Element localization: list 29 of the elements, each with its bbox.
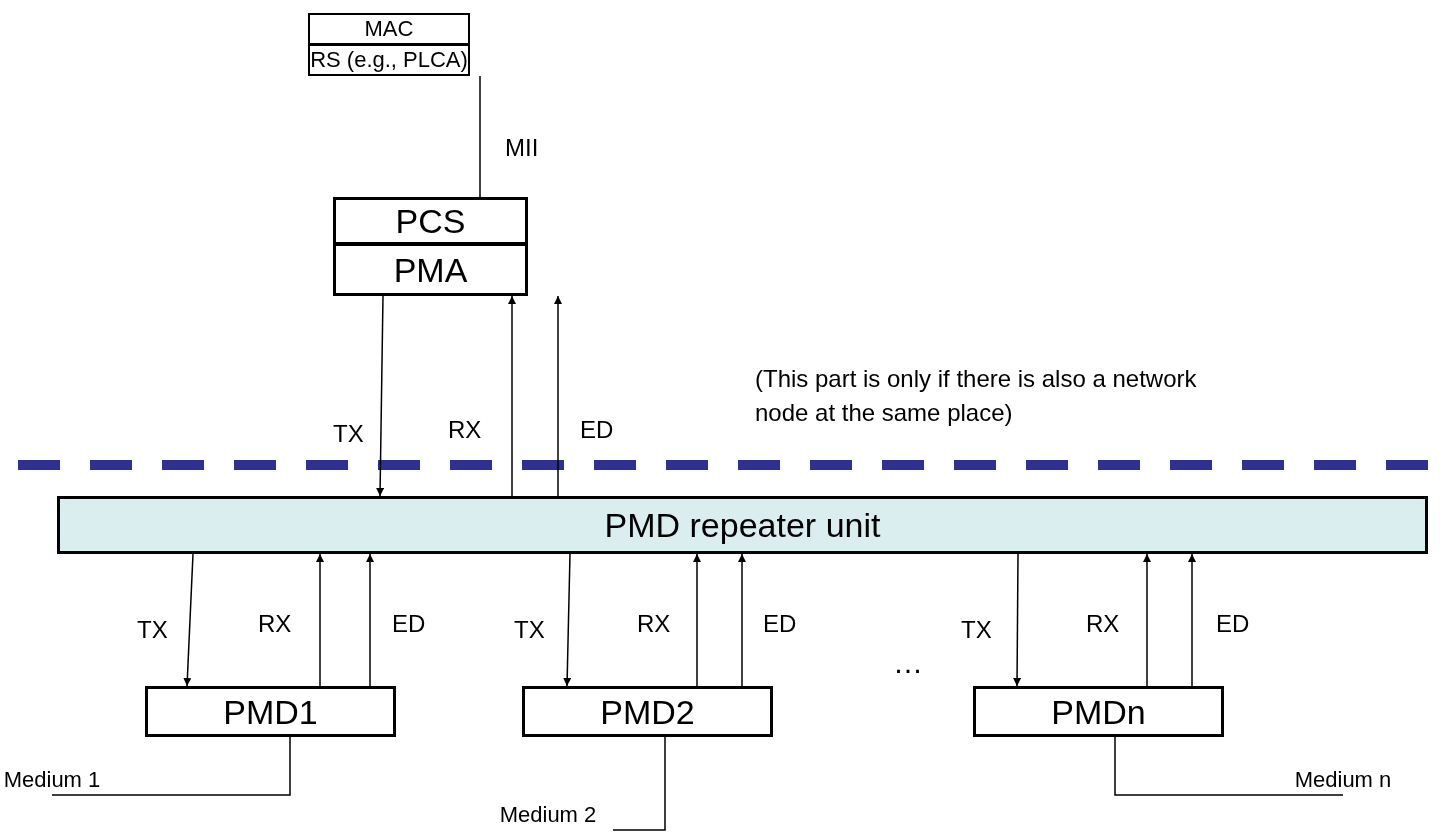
arrow [693,553,701,687]
arrow [376,295,385,497]
layer-box: MAC [308,13,470,45]
medium-label: Medium 1 [2,765,102,795]
arrow [1013,553,1022,687]
arrow [183,553,194,687]
repeater-unit-box: PMD repeater unit [57,496,1428,554]
layer-box: PCS [333,197,528,245]
pmd-box: PMD1 [145,686,396,737]
arrow [554,295,562,497]
layer-box: PMA [333,243,528,296]
arrow [366,553,374,687]
arrow [316,553,324,687]
arrow [1188,553,1196,687]
ellipsis: … [893,645,923,681]
arrow [508,295,516,497]
connector-line [1114,736,1344,796]
arrow [738,553,746,687]
connector-line [612,736,666,831]
pmd-box: PMDn [973,686,1224,737]
arrow [1143,553,1151,687]
connector-line [479,75,481,198]
pmd-box: PMD2 [522,686,773,737]
note-text: (This part is only if there is also a network node at the same place) [755,364,1198,428]
medium-label: Medium n [1278,765,1408,795]
medium-label: Medium 2 [483,800,613,830]
connector-line [51,736,291,796]
layer-box: RS (e.g., PLCA) [308,44,470,76]
arrow [563,553,572,687]
